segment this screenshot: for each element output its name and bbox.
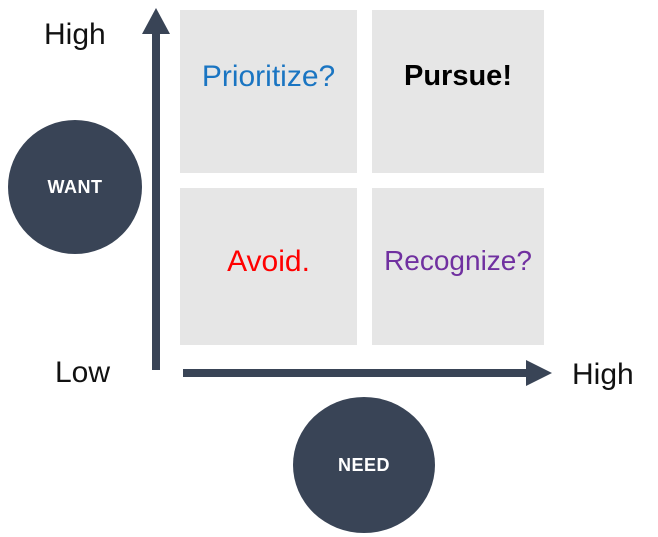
quadrant-prioritize[interactable]: Prioritize? xyxy=(180,10,357,173)
x-axis-high-label: High xyxy=(572,358,634,391)
quadrant-recognize-label: Recognize? xyxy=(384,245,532,276)
need-axis-bubble[interactable]: NEED xyxy=(293,397,435,533)
y-axis-low-label: Low xyxy=(55,356,111,389)
y-axis-high-label: High xyxy=(44,18,106,51)
want-axis-arrow xyxy=(142,8,170,370)
quadrant-pursue[interactable]: Pursue! xyxy=(372,10,544,173)
want-axis-bubble-label: WANT xyxy=(47,177,103,197)
quadrant-recognize[interactable]: Recognize? xyxy=(372,188,544,345)
need-axis-bubble-label: NEED xyxy=(337,455,390,475)
quadrant-pursue-label: Pursue! xyxy=(404,60,512,92)
need-axis-arrow xyxy=(183,360,552,386)
want-axis-bubble[interactable]: WANT xyxy=(8,120,142,254)
quadrant-prioritize-label: Prioritize? xyxy=(201,60,336,93)
quadrant-avoid-label: Avoid. xyxy=(227,245,310,278)
quadrant-avoid[interactable]: Avoid. xyxy=(180,188,357,345)
